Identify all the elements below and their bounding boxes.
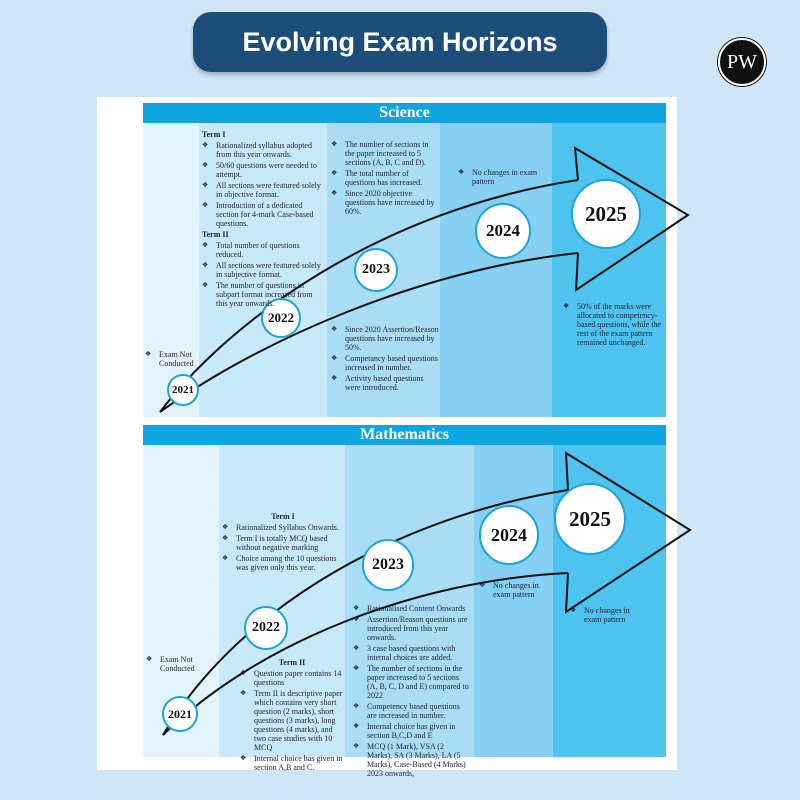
science-year-circle: 2024 [475,203,531,259]
page-title: Evolving Exam Horizons [193,12,607,72]
note-item: Term I is totally MCQ based without nega… [222,534,344,552]
note-item: 50/60 questions were needed to attempt. [202,161,326,179]
note-item: Term II is descriptive paper which conta… [240,689,344,752]
science-year-circle: 2023 [354,248,398,292]
maths-2021-notes: Exam Not Conducted [146,655,218,675]
maths-2024-notes: No changes in exam pattern [479,581,549,601]
note-item: Rationalized Syllabus Onwards. [222,523,344,532]
note-item: Exam Not Conducted [145,350,199,368]
science-2023-top-notes: The number of sections in the paper incr… [331,140,439,218]
maths-year-circle: 2021 [162,696,198,732]
science-2023-bottom-notes: Since 2020 Assertion/Reason questions ha… [331,325,439,394]
note-item: Competency based questions are increased… [353,702,471,720]
note-item: No changes in exam pattern [458,168,548,186]
maths-year-circle: 2023 [362,539,414,591]
note-item: Internal choice has given in section A,B… [240,754,344,772]
note-item: Exam Not Conducted [146,655,218,673]
maths-header: Mathematics [143,425,666,445]
maths-2022-term1-notes: Term I Rationalized Syllabus Onwards. Ter… [222,510,344,574]
maths-arrow [162,451,692,736]
note-item: Assertion/Reason questions are introduce… [353,615,471,642]
note-item: Activity based questions were introduced… [331,374,439,392]
note-item: No changes in exam pattern [570,606,640,624]
note-item: MCQ (1 Mark), VSA (2 Marks), SA (3 Marks… [353,742,471,778]
maths-year-circle: 2024 [479,505,539,565]
note-item: Total number of questions reduced. [202,241,326,259]
note-item: 3 case based questions with internal cho… [353,644,471,662]
maths-2022-term2-notes: Term II Question paper contains 14 quest… [240,656,344,774]
pw-logo: PW [718,38,766,86]
maths-year-circle: 2025 [554,483,626,555]
note-item: All sections were featured solely in sub… [202,261,326,279]
note-item: Rationalized syllabus adopted from this … [202,141,326,159]
term-label: Term II [202,230,229,239]
note-item: The number of sections in the paper incr… [353,664,471,700]
note-item: Question paper contains 14 questions [240,669,344,687]
science-col-2021 [143,123,199,417]
note-item: Since 2020 Assertion/Reason questions ha… [331,325,439,352]
note-item: No changes in exam pattern [479,581,549,599]
maths-year-circle: 2022 [244,606,288,650]
note-item: Since 2020 objective questions have incr… [331,189,439,216]
note-item: The total number of questions has increa… [331,169,439,187]
science-2022-notes: Term I Rationalized syllabus adopted fro… [202,128,326,310]
note-item: Internal choice has given in section B,C… [353,722,471,740]
note-item: Competancy based questions increased in … [331,354,439,372]
note-item: The number of sections in the paper incr… [331,140,439,167]
maths-2025-notes: No changes in exam pattern [570,606,640,626]
note-item: 50% of the marks were allocated to compe… [563,302,665,347]
science-year-circle: 2025 [571,179,641,249]
science-2024-notes: No changes in exam pattern [458,168,548,188]
note-item: Rationalised Content Onwards [353,604,471,613]
term-label: Term II [278,658,306,667]
science-header: Science [143,103,666,123]
science-col-2025 [552,123,666,417]
note-item: All sections were featured solely in obj… [202,181,326,199]
science-2025-notes: 50% of the marks were allocated to compe… [563,302,665,349]
term-label: Term I [271,512,295,521]
note-item: Choice among the 10 questions was given … [222,554,344,572]
science-year-circle: 2021 [167,374,199,406]
term-label: Term I [202,130,226,139]
science-2021-notes: Exam Not Conducted [145,350,199,370]
maths-2023-notes: Rationalised Content OnwardsAssertion/Re… [353,604,471,780]
maths-col-2024 [474,445,553,757]
note-item: Introduction of a dedicated section for … [202,201,326,228]
note-item: The number of questions in subpart forma… [202,281,326,308]
